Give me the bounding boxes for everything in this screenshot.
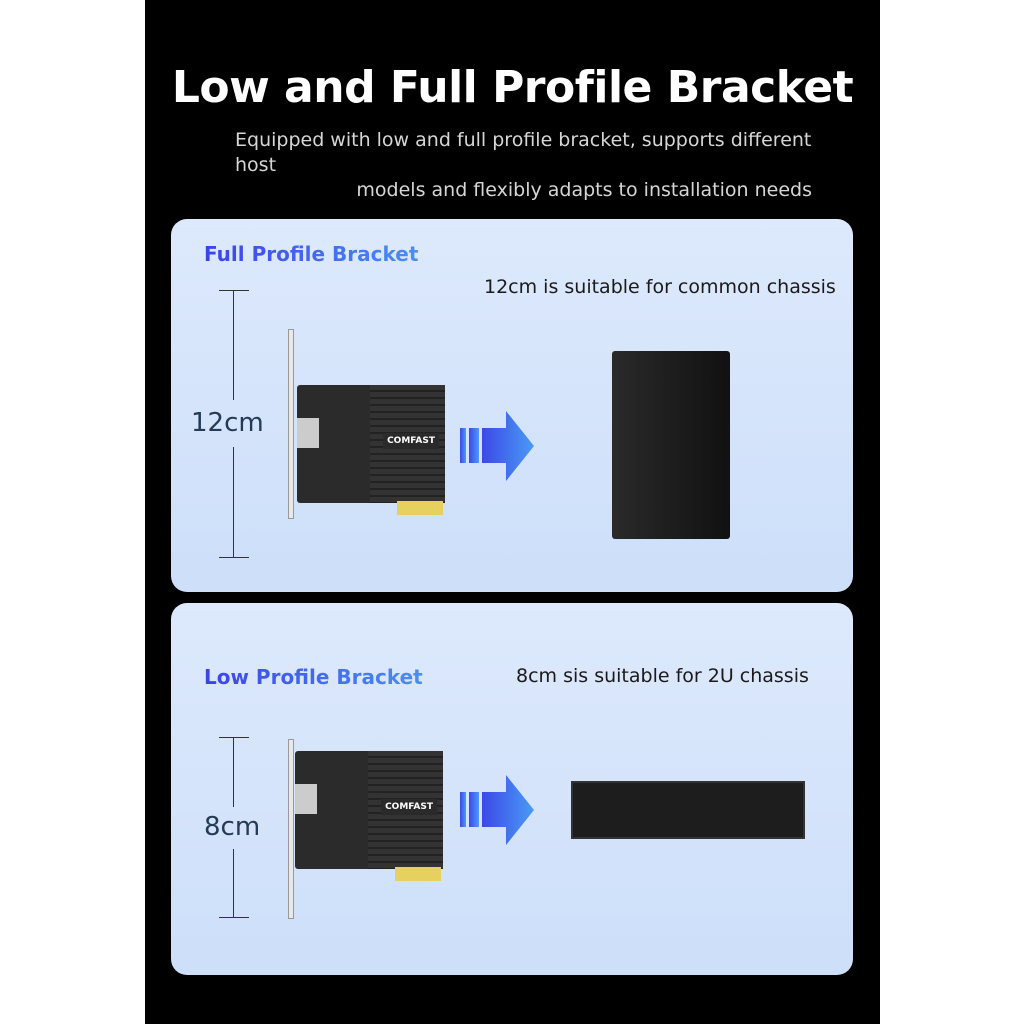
dimension-line [233, 737, 234, 807]
dimension-label: 12cm [191, 408, 264, 438]
ethernet-port [297, 418, 319, 448]
pcie-connector [397, 501, 443, 515]
full-bracket [288, 329, 294, 519]
card-description: 8cm sis suitable for 2U chassis [516, 665, 809, 687]
dimension-label: 8cm [204, 812, 261, 842]
network-card-image: COMFAST [295, 751, 443, 881]
brand-label: COMFAST [383, 433, 439, 449]
full-profile-card: Full Profile Bracket 12cm is suitable fo… [171, 219, 853, 592]
tower-chassis-image [612, 351, 730, 539]
low-profile-card: Low Profile Bracket 8cm sis suitable for… [171, 603, 853, 975]
card-title: Low Profile Bracket [204, 665, 423, 689]
dimension-tick-bottom [219, 917, 249, 918]
arrow-right-icon [460, 411, 534, 481]
subtitle-line-2: models and flexibly adapts to installati… [356, 179, 812, 201]
pcie-connector [395, 867, 441, 881]
dimension-line [233, 849, 234, 917]
page-subtitle: Equipped with low and full profile brack… [172, 128, 812, 203]
dimension-tick-top [219, 737, 249, 738]
card-description: 12cm is suitable for common chassis [484, 276, 836, 298]
dimension-tick-top [219, 290, 249, 291]
ethernet-port [295, 784, 317, 814]
subtitle-line-1: Equipped with low and full profile brack… [235, 129, 812, 176]
arrow-right-icon [460, 775, 534, 845]
network-card-image: COMFAST [297, 385, 445, 515]
dimension-tick-bottom [219, 557, 249, 558]
page-title: Low and Full Profile Bracket [171, 62, 854, 113]
brand-label: COMFAST [381, 799, 437, 815]
rack-chassis-image [571, 781, 805, 839]
low-bracket [288, 739, 294, 919]
dimension-line [233, 447, 234, 557]
dimension-line [233, 290, 234, 400]
card-title: Full Profile Bracket [204, 242, 419, 266]
